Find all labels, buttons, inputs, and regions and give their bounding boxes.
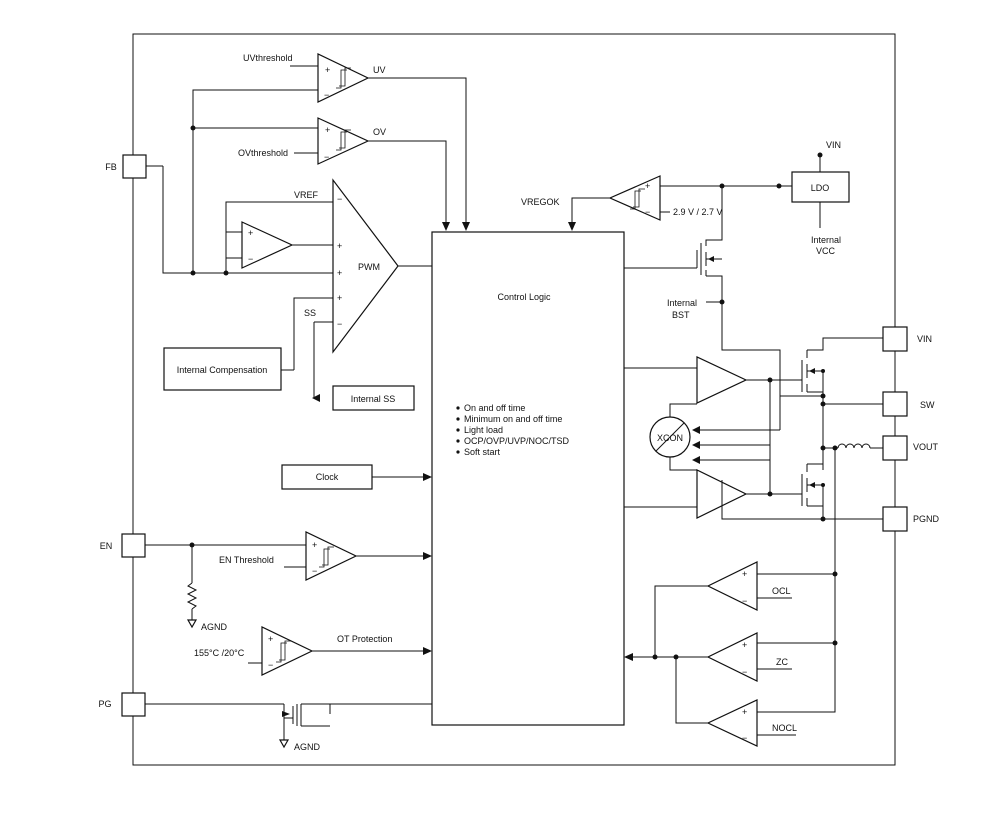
ot-threshold-label: 155°C /20°C [194,648,245,658]
pin-vout-label: VOUT [913,442,939,452]
pin-sw-label: SW [920,400,935,410]
svg-text:+: + [742,640,747,650]
zc-comparator: + − ZC [624,632,792,682]
fb-network [146,89,333,276]
ov-output-label: OV [373,127,386,137]
zc-label: ZC [776,657,788,667]
pin-vin-label: VIN [917,334,932,344]
pin-en-label: EN [100,541,113,551]
svg-text:+: + [312,540,317,550]
high-side-fet [801,337,883,407]
ocl-label: OCL [772,586,791,596]
internal-ss-label: Internal SS [351,394,396,404]
en-section: AGND + − EN Threshold [145,531,432,632]
svg-text:+: + [742,569,747,579]
internal-bst-label-2: BST [672,310,690,320]
low-side-driver [624,441,802,519]
feature-item: On and off time [464,403,525,413]
ss-label: SS [304,308,316,318]
svg-text:+: + [742,707,747,717]
svg-text:+: + [337,293,342,303]
pin-sw: SW [882,391,935,417]
pin-pgnd: PGND [882,506,940,532]
nocl-comparator: + − NOCL [675,657,797,747]
pin-vout: VOUT [882,435,939,461]
svg-text:−: − [742,667,747,677]
current-sense-bus [757,445,838,713]
vregok-label: VREGOK [521,197,560,207]
svg-text:−: − [324,90,329,100]
ocl-comparator: + − OCL [654,561,792,657]
xcon-block: XCON [649,403,697,471]
svg-text:+: + [325,125,330,135]
control-logic-block: Control Logic On and off time Minimum on… [431,231,625,726]
ldo-label: LDO [811,183,830,193]
pin-pg-label: PG [98,699,111,709]
nocl-label: NOCL [772,723,797,733]
svg-text:−: − [337,194,342,204]
agnd-pg-label: AGND [294,742,321,752]
svg-text:+: + [337,268,342,278]
error-amplifier: + − [225,201,333,273]
vin-supply-label: VIN [826,140,841,150]
feature-item: Light load [464,425,503,435]
svg-text:+: + [645,181,650,191]
low-side-fet [721,463,883,522]
pin-fb-label: FB [105,162,117,172]
high-side-driver [624,356,802,464]
pin-pg: PG [98,692,146,717]
agnd-en-label: AGND [201,622,228,632]
control-logic-title: Control Logic [497,292,551,302]
pin-fb: FB [105,154,147,179]
feature-list: On and off time Minimum on and off time … [456,403,570,457]
ov-threshold-label: OVthreshold [238,148,288,158]
internal-vcc-label-1: Internal [811,235,841,245]
pwm-comparator: VREF − + + + − PWM SS [293,178,432,402]
en-threshold-label: EN Threshold [219,555,274,565]
feature-item: OCP/OVP/UVP/NOC/TSD [464,436,570,446]
clock-block: Clock [281,464,432,490]
svg-text:−: − [337,319,342,329]
internal-bst-label-1: Internal [667,298,697,308]
svg-text:−: − [312,566,317,576]
uv-comparator: + − UVthreshold UV [243,53,470,231]
svg-text:−: − [742,596,747,606]
ot-section: + − 155°C /20°C OT Protection [194,626,432,676]
vref-label: VREF [294,190,319,200]
pwm-label: PWM [358,262,380,272]
svg-text:−: − [645,207,650,217]
feature-item: Soft start [464,447,501,457]
ov-comparator: + − OV OVthreshold [238,117,450,231]
svg-text:+: + [325,65,330,75]
svg-text:+: + [248,228,253,238]
ldo-block: LDO VIN Internal VCC [791,140,850,256]
svg-text:+: + [268,634,273,644]
internal-ss-block: Internal SS [332,385,415,411]
pg-section: AGND [145,703,432,752]
pin-pgnd-label: PGND [913,514,940,524]
uv-output-label: UV [373,65,386,75]
clock-label: Clock [316,472,339,482]
feature-item: Minimum on and off time [464,414,562,424]
internal-compensation-block: Internal Compensation [163,347,295,391]
uv-threshold-label: UVthreshold [243,53,293,63]
internal-compensation-label: Internal Compensation [177,365,268,375]
xcon-label: XCON [657,433,683,443]
svg-text:−: − [268,660,273,670]
pin-en: EN [100,533,146,558]
svg-text:−: − [248,254,253,264]
svg-text:+: + [337,241,342,251]
vregok-threshold-label: 2.9 V / 2.7 V [673,207,723,217]
svg-text:−: − [324,152,329,162]
ot-protection-label: OT Protection [337,634,392,644]
sw-node [692,322,883,470]
pin-vin: VIN [882,326,932,352]
internal-vcc-label-2: VCC [816,246,836,256]
bst-switch: Internal BST [624,186,725,322]
vregok-comparator: + − VREGOK 2.9 V / 2.7 V [521,175,792,231]
svg-text:−: − [742,733,747,743]
